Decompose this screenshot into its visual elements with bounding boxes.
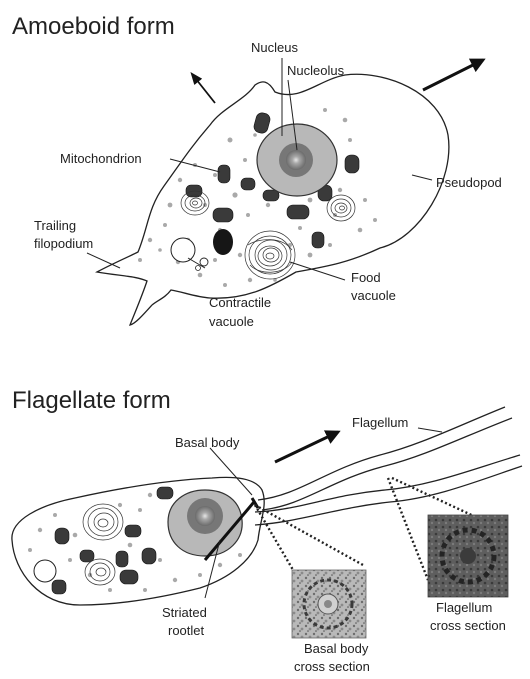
amoeboid-nucleus [257,124,337,196]
label-nucleolus: Nucleolus [287,63,345,78]
label-contractile-vacuole-1: Contractile [209,295,271,310]
label-contractile-vacuole-2: vacuole [209,314,254,329]
label-food-vacuole-1: Food [351,270,381,285]
label-food-vacuole-2: vacuole [351,288,396,303]
flagellate-mitochondria [52,487,173,594]
basal-body-connector-2 [255,505,363,565]
flagellum-lower [255,455,520,512]
flagellate-title: Flagellate form [12,387,171,414]
flagellate-contractile-vacuole [34,560,56,582]
leader-flagellum [418,428,442,432]
label-basal-body-cross-section-2: cross section [294,659,370,674]
label-basal-body: Basal body [175,435,240,450]
amoeboid-direction-arrow-small [192,74,215,103]
leader-basal-body [210,448,252,495]
leader-pseudopod [412,175,432,180]
label-striated-rootlet-1: Striated [162,605,207,620]
flagellum-connector-1 [388,478,428,580]
label-nucleus: Nucleus [251,40,298,55]
label-trailing-filopodium-1: Trailing [34,218,76,233]
dark-vacuole [213,229,233,255]
flagellum-cross-section-image [428,515,508,597]
label-flagellum-cross-section-1: Flagellum [436,600,492,615]
label-flagellum: Flagellum [352,415,408,430]
leader-mitochondrion [170,159,220,172]
label-pseudopod: Pseudopod [436,175,502,190]
flagellate-food-vacuoles [83,504,123,585]
flagellate-nucleus [168,490,242,556]
leader-filopodium [87,253,120,268]
label-trailing-filopodium-2: filopodium [34,236,93,251]
amoeboid-cytoplasm-granules [138,108,377,287]
flagellum-connector-2 [392,478,478,518]
basal-body-cross-section-image [292,570,366,638]
label-flagellum-cross-section-2: cross section [430,618,506,633]
amoeboid-direction-arrow-large [423,60,483,90]
amoeboid-title: Amoeboid form [12,13,175,40]
contractile-vacuole [171,238,208,271]
label-striated-rootlet-2: rootlet [168,623,205,638]
flagellate-direction-arrow [275,432,338,462]
flagellum-upper-2 [262,418,512,510]
label-basal-body-cross-section-1: Basal body [304,641,369,656]
label-mitochondrion: Mitochondrion [60,151,142,166]
